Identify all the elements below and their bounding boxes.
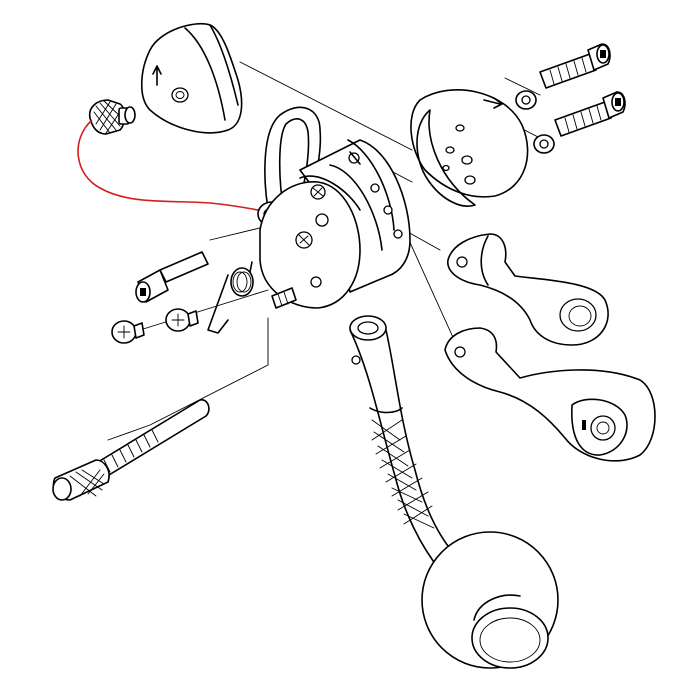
torsion-spring [207, 261, 254, 334]
curved-lever [349, 315, 461, 571]
threaded-rod [52, 399, 210, 501]
washer-lower [533, 134, 555, 154]
cover-plate-top-left [140, 23, 243, 134]
lanyard-cable [77, 119, 269, 213]
button-head-screw-left [111, 320, 145, 344]
set-screw [271, 287, 297, 309]
cap-screw-lower [554, 91, 626, 137]
clamp-block-body [259, 139, 411, 309]
button-head-screw-right [165, 308, 199, 332]
link-arm-lower [444, 327, 656, 462]
cap-screw-upper [539, 43, 611, 89]
link-arm-upper [447, 233, 609, 346]
washer-upper [515, 90, 537, 110]
arrow-up-icon [152, 65, 162, 86]
knurled-lock-pin [88, 99, 136, 135]
ball-knob [421, 531, 559, 669]
socket-head-bolt [135, 251, 209, 303]
arrow-right-icon [483, 97, 503, 109]
domed-cover-right [410, 89, 529, 207]
